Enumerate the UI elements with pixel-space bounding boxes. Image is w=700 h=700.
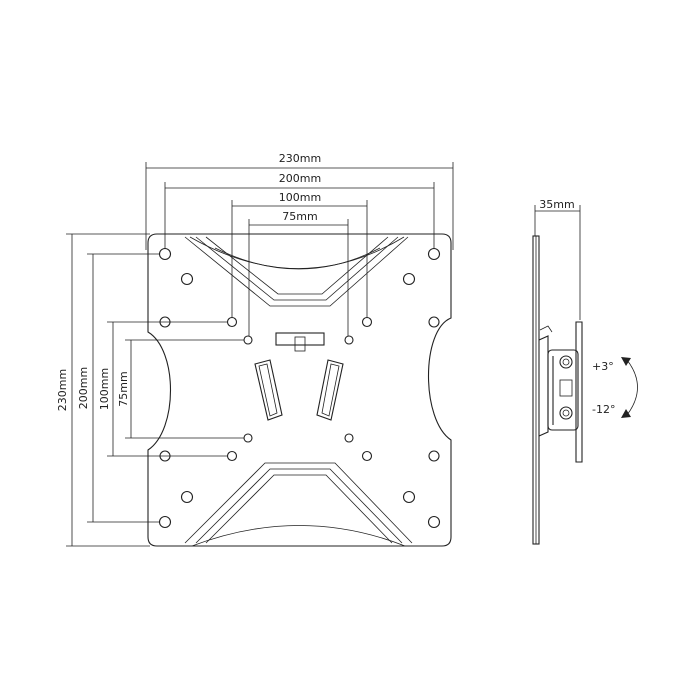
plate-outline xyxy=(147,233,452,547)
dim-h-3: 100mm xyxy=(279,191,321,204)
center-latch xyxy=(275,332,325,346)
tilt-up-label: +3° xyxy=(592,360,614,373)
tilt-down-label: -12° xyxy=(592,403,615,416)
tilt-indicator: +3° -12° xyxy=(592,357,638,418)
dim-h-1: 230mm xyxy=(279,152,321,165)
side-view: 35mm xyxy=(532,198,583,545)
bracket-body-side xyxy=(538,335,549,437)
dim-h-2: 200mm xyxy=(279,172,321,185)
tilt-down-arrow-icon xyxy=(621,409,631,418)
tilt-up-arrow-icon xyxy=(621,357,631,366)
depth-label: 35mm xyxy=(539,198,574,211)
mounting-holes xyxy=(158,247,441,529)
bottom-arm xyxy=(184,462,413,544)
dim-v-2: 200mm xyxy=(77,367,90,409)
dim-v-4: 75mm xyxy=(117,371,130,406)
vertical-dimensions: 230mm 200mm 100mm 75mm xyxy=(56,233,244,547)
mount-plate xyxy=(147,233,452,547)
left-slot xyxy=(254,359,283,421)
screen-plate-side xyxy=(575,321,583,463)
right-slot xyxy=(316,359,344,421)
horizontal-dimensions: 230mm 200mm 100mm 75mm xyxy=(145,152,454,336)
dim-v-1: 230mm xyxy=(56,369,69,411)
dim-v-3: 100mm xyxy=(98,368,111,410)
tilt-arc-icon xyxy=(626,359,638,416)
dim-h-4: 75mm xyxy=(282,210,317,223)
top-arm xyxy=(184,236,409,307)
